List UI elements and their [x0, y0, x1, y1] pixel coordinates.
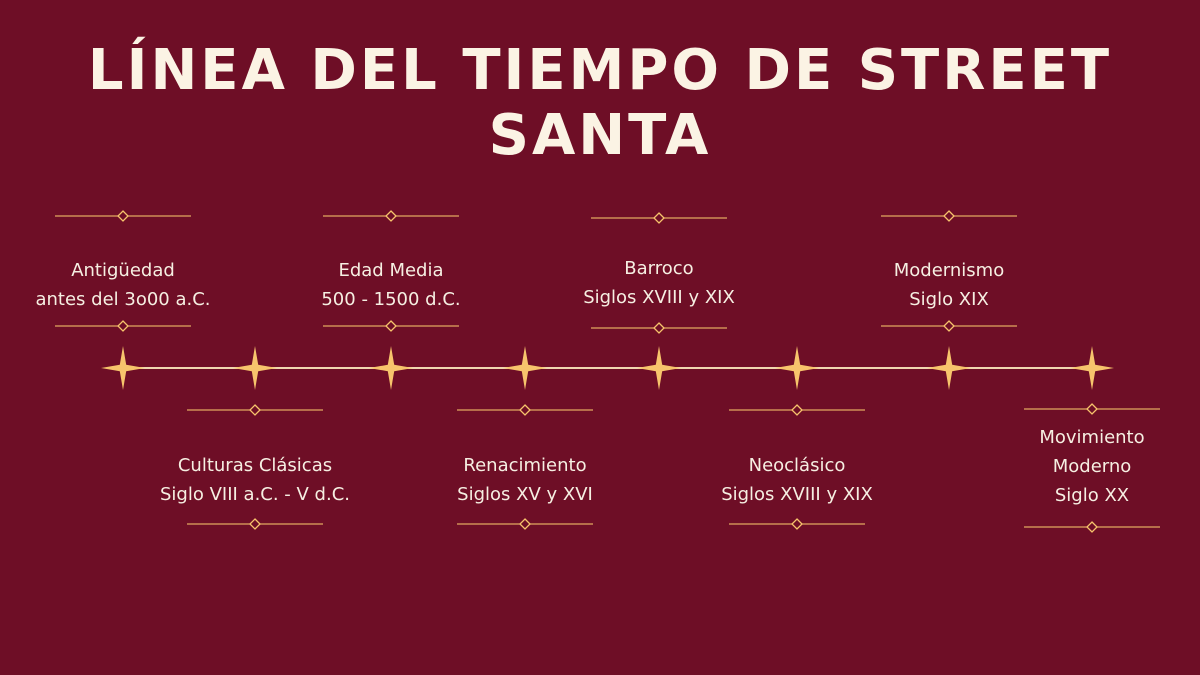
diamond-icon [653, 212, 665, 224]
event-detail: 500 - 1500 d.C. [321, 289, 461, 310]
event-name: Renacimiento [463, 455, 587, 476]
diamond-icon [791, 518, 803, 530]
event-detail: Siglo VIII a.C. - V d.C. [159, 484, 350, 505]
diamond-icon [117, 210, 129, 222]
timeline-event-label: Antigüedad antes del 3o00 a.C. [0, 256, 253, 314]
diamond-icon [653, 322, 665, 334]
event-detail: Siglos XVIII y XIX [583, 287, 735, 308]
timeline-event-label: Edad Media 500 - 1500 d.C. [261, 256, 521, 314]
event-detail: Siglos XV y XVI [457, 484, 593, 505]
diamond-icon [385, 320, 397, 332]
star-marker-icon [369, 346, 413, 390]
star-marker-icon [775, 346, 819, 390]
diamond-icon [385, 210, 397, 222]
diamond-icon [1086, 521, 1098, 533]
event-name: Modernismo [893, 260, 1005, 281]
diamond-icon [791, 404, 803, 416]
star-marker-icon [637, 346, 681, 390]
star-marker-icon [927, 346, 971, 390]
event-name: Culturas Clásicas [177, 455, 333, 476]
diamond-icon [249, 518, 261, 530]
diamond-icon [519, 518, 531, 530]
star-marker-icon [503, 346, 547, 390]
page-title: LÍNEA DEL TIEMPO DE STREET SANTA [87, 38, 1113, 168]
event-detail: antes del 3o00 a.C. [35, 289, 211, 310]
event-name: Edad Media [338, 260, 444, 281]
event-name: Neoclásico [748, 455, 846, 476]
diamond-icon [249, 404, 261, 416]
event-detail: Moderno [1052, 456, 1132, 477]
star-marker-icon [233, 346, 277, 390]
diamond-icon [1086, 403, 1098, 415]
diamond-icon [943, 320, 955, 332]
diamond-icon [519, 404, 531, 416]
star-marker-icon [101, 346, 145, 390]
event-detail: Siglo XIX [909, 289, 989, 310]
event-detail: Siglos XVIII y XIX [721, 484, 873, 505]
event-name: Barroco [624, 258, 694, 279]
event-name: Movimiento [1039, 427, 1145, 448]
event-detail: Siglo XX [1054, 485, 1130, 506]
star-marker-icon [1070, 346, 1114, 390]
diamond-icon [117, 320, 129, 332]
event-name: Antigüedad [71, 260, 175, 281]
diamond-icon [943, 210, 955, 222]
